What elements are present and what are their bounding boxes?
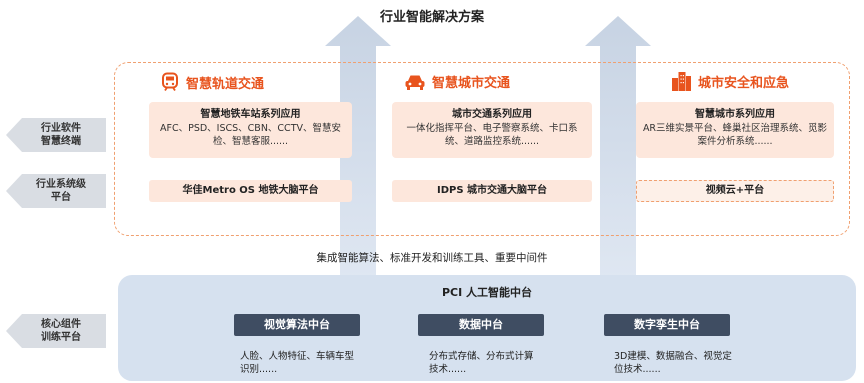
train-icon [160, 72, 180, 92]
module-vision-desc: 人脸、人物特征、车辆车型识别...... [240, 351, 355, 375]
solutions-container [114, 62, 850, 236]
module-vision: 视觉算法中台 [234, 314, 360, 336]
upward-arrow-left [325, 16, 391, 278]
card-title: 智慧地铁车站系列应用 [200, 109, 301, 120]
left-label-text: 行业软件 智慧终端 [41, 123, 81, 147]
app-card-safety: 智慧城市系列应用 AR三维实景平台、蜂巢社区治理系统、觅影案件分析系统.....… [636, 102, 834, 158]
column-title-text: 智慧城市交通 [432, 76, 511, 91]
left-label-platform: 行业系统级 平台 [6, 174, 106, 208]
card-description: AR三维实景平台、蜂巢社区治理系统、觅影案件分析系统...... [642, 123, 828, 147]
card-description: 一体化指挥平台、电子警察系统、卡口系统、道路监控系统...... [406, 123, 578, 147]
column-title-text: 城市安全和应急 [698, 75, 790, 91]
column-title-text: 智慧轨道交通 [186, 76, 265, 92]
upward-arrow-right [585, 16, 651, 278]
core-platform-title: PCI 人工智能中台 [441, 286, 533, 299]
platform-safety: 视频云+平台 [636, 180, 834, 202]
diagram-title: 行业智能解决方案 [379, 10, 484, 25]
left-label-software: 行业软件 智慧终端 [6, 118, 106, 152]
column-title-traffic: 智慧城市交通 [404, 72, 510, 91]
left-arrow-shape [6, 118, 106, 152]
app-card-rail: 智慧地铁车站系列应用 AFC、PSD、ISCS、CBN、CCTV、智慧安检、智慧… [149, 102, 352, 158]
column-title-safety: 城市安全和应急 [670, 70, 789, 92]
card-title: 智慧城市系列应用 [695, 109, 775, 120]
left-arrow-shape [6, 314, 106, 348]
left-arrow-shape [6, 174, 106, 208]
card-title: 城市交通系列应用 [452, 109, 532, 120]
module-data: 数据中台 [418, 314, 544, 336]
left-label-text: 核心组件 训练平台 [41, 319, 81, 343]
platform-traffic: IDPS 城市交通大脑平台 [392, 180, 592, 202]
left-label-core: 核心组件 训练平台 [6, 314, 106, 348]
column-title-rail: 智慧轨道交通 [160, 72, 264, 92]
module-data-desc: 分布式存储、分布式计算技术...... [429, 351, 534, 375]
platform-rail: 华佳Metro OS 地铁大脑平台 [149, 180, 352, 202]
app-card-traffic: 城市交通系列应用 一体化指挥平台、电子警察系统、卡口系统、道路监控系统.....… [392, 102, 592, 158]
module-digital-twin-desc: 3D建模、数据融合、视觉定位技术...... [614, 351, 732, 375]
card-description: AFC、PSD、ISCS、CBN、CCTV、智慧安检、智慧客服...... [160, 123, 341, 147]
module-digital-twin: 数字孪生中台 [604, 314, 730, 336]
left-label-text: 行业系统级 平台 [36, 179, 86, 203]
car-icon [404, 73, 426, 91]
city-buildings-icon [670, 70, 692, 92]
integration-caption: 集成智能算法、标准开发和训练工具、重要中间件 [316, 252, 548, 264]
